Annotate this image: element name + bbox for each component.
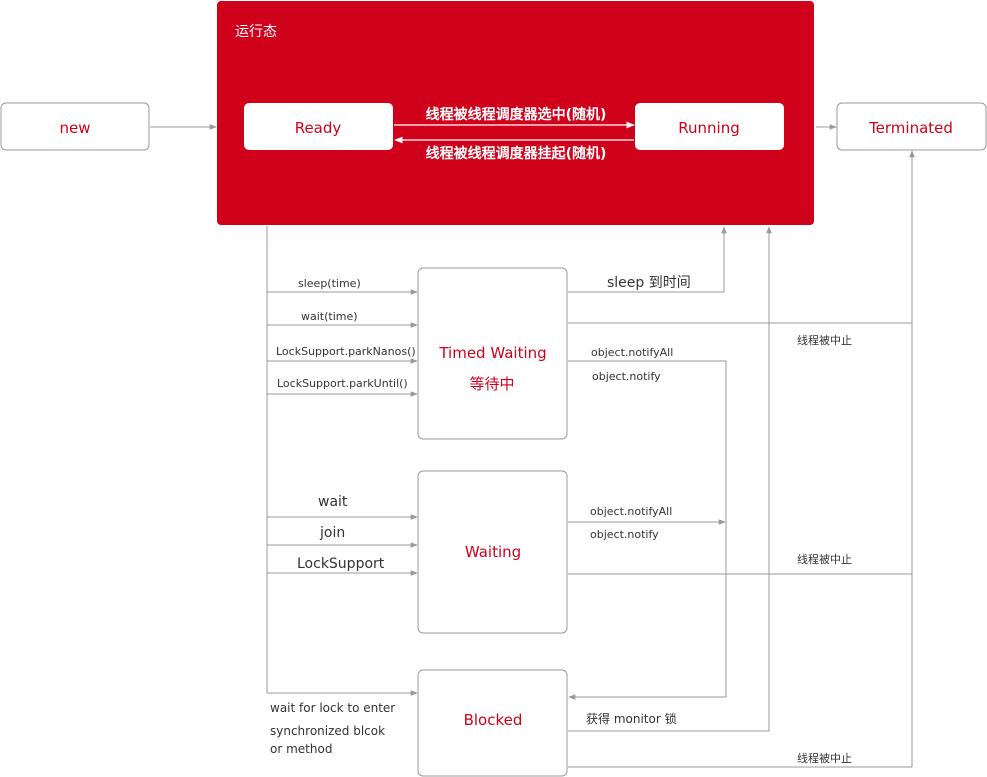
state-terminated-label: Terminated	[868, 119, 953, 137]
state-blocked-label: Blocked	[464, 711, 523, 729]
arrow-acquire-monitor	[568, 226, 772, 732]
label-acquire-monitor: 获得 monitor 锁	[586, 711, 677, 726]
state-running: Running	[635, 103, 784, 150]
label-sleep-time: sleep(time)	[298, 277, 361, 290]
label-park-until: LockSupport.parkUntil()	[277, 377, 408, 390]
state-timed-waiting-label: Timed Waiting	[438, 344, 546, 362]
label-notify-all-1: object.notifyAll	[591, 346, 673, 359]
label-notify-1: object.notify	[592, 370, 661, 383]
label-lock-line3: or method	[270, 742, 332, 756]
state-ready: Ready	[244, 103, 393, 150]
label-wait-time: wait(time)	[301, 310, 358, 323]
running-region	[217, 1, 814, 225]
label-lock-line1: wait for lock to enter	[270, 701, 395, 715]
state-running-label: Running	[678, 119, 739, 137]
label-join: join	[319, 525, 345, 541]
state-terminated: Terminated	[836, 102, 987, 151]
arrow-sleep-done	[568, 226, 727, 293]
state-new: new	[0, 102, 150, 151]
label-ready-to-running: 线程被线程调度器选中(随机)	[426, 106, 607, 123]
state-timed-waiting: Timed Waiting 等待中	[417, 267, 568, 440]
label-notify-2: object.notify	[590, 528, 659, 541]
label-wait: wait	[318, 494, 348, 510]
label-sleep-done: sleep 到时间	[607, 275, 691, 291]
label-locksupport: LockSupport	[297, 556, 385, 572]
state-new-label: new	[59, 119, 90, 137]
label-notify-all-2: object.notifyAll	[590, 505, 672, 518]
running-region-title: 运行态	[235, 24, 277, 40]
label-interrupted-2: 线程被中止	[797, 552, 852, 566]
state-ready-label: Ready	[295, 119, 342, 137]
label-interrupted-3: 线程被中止	[797, 751, 852, 765]
label-running-to-ready: 线程被线程调度器挂起(随机)	[426, 145, 607, 162]
state-timed-waiting-cn-label: 等待中	[469, 375, 514, 393]
state-waiting-label: Waiting	[465, 543, 521, 561]
label-park-nanos: LockSupport.parkNanos()	[276, 345, 416, 358]
label-interrupted-1: 线程被中止	[797, 333, 852, 347]
state-blocked: Blocked	[417, 669, 568, 777]
label-lock-line2: synchronized blcok	[270, 724, 385, 738]
state-waiting: Waiting	[417, 470, 568, 634]
line-timed-waiting-notify	[568, 360, 727, 697]
